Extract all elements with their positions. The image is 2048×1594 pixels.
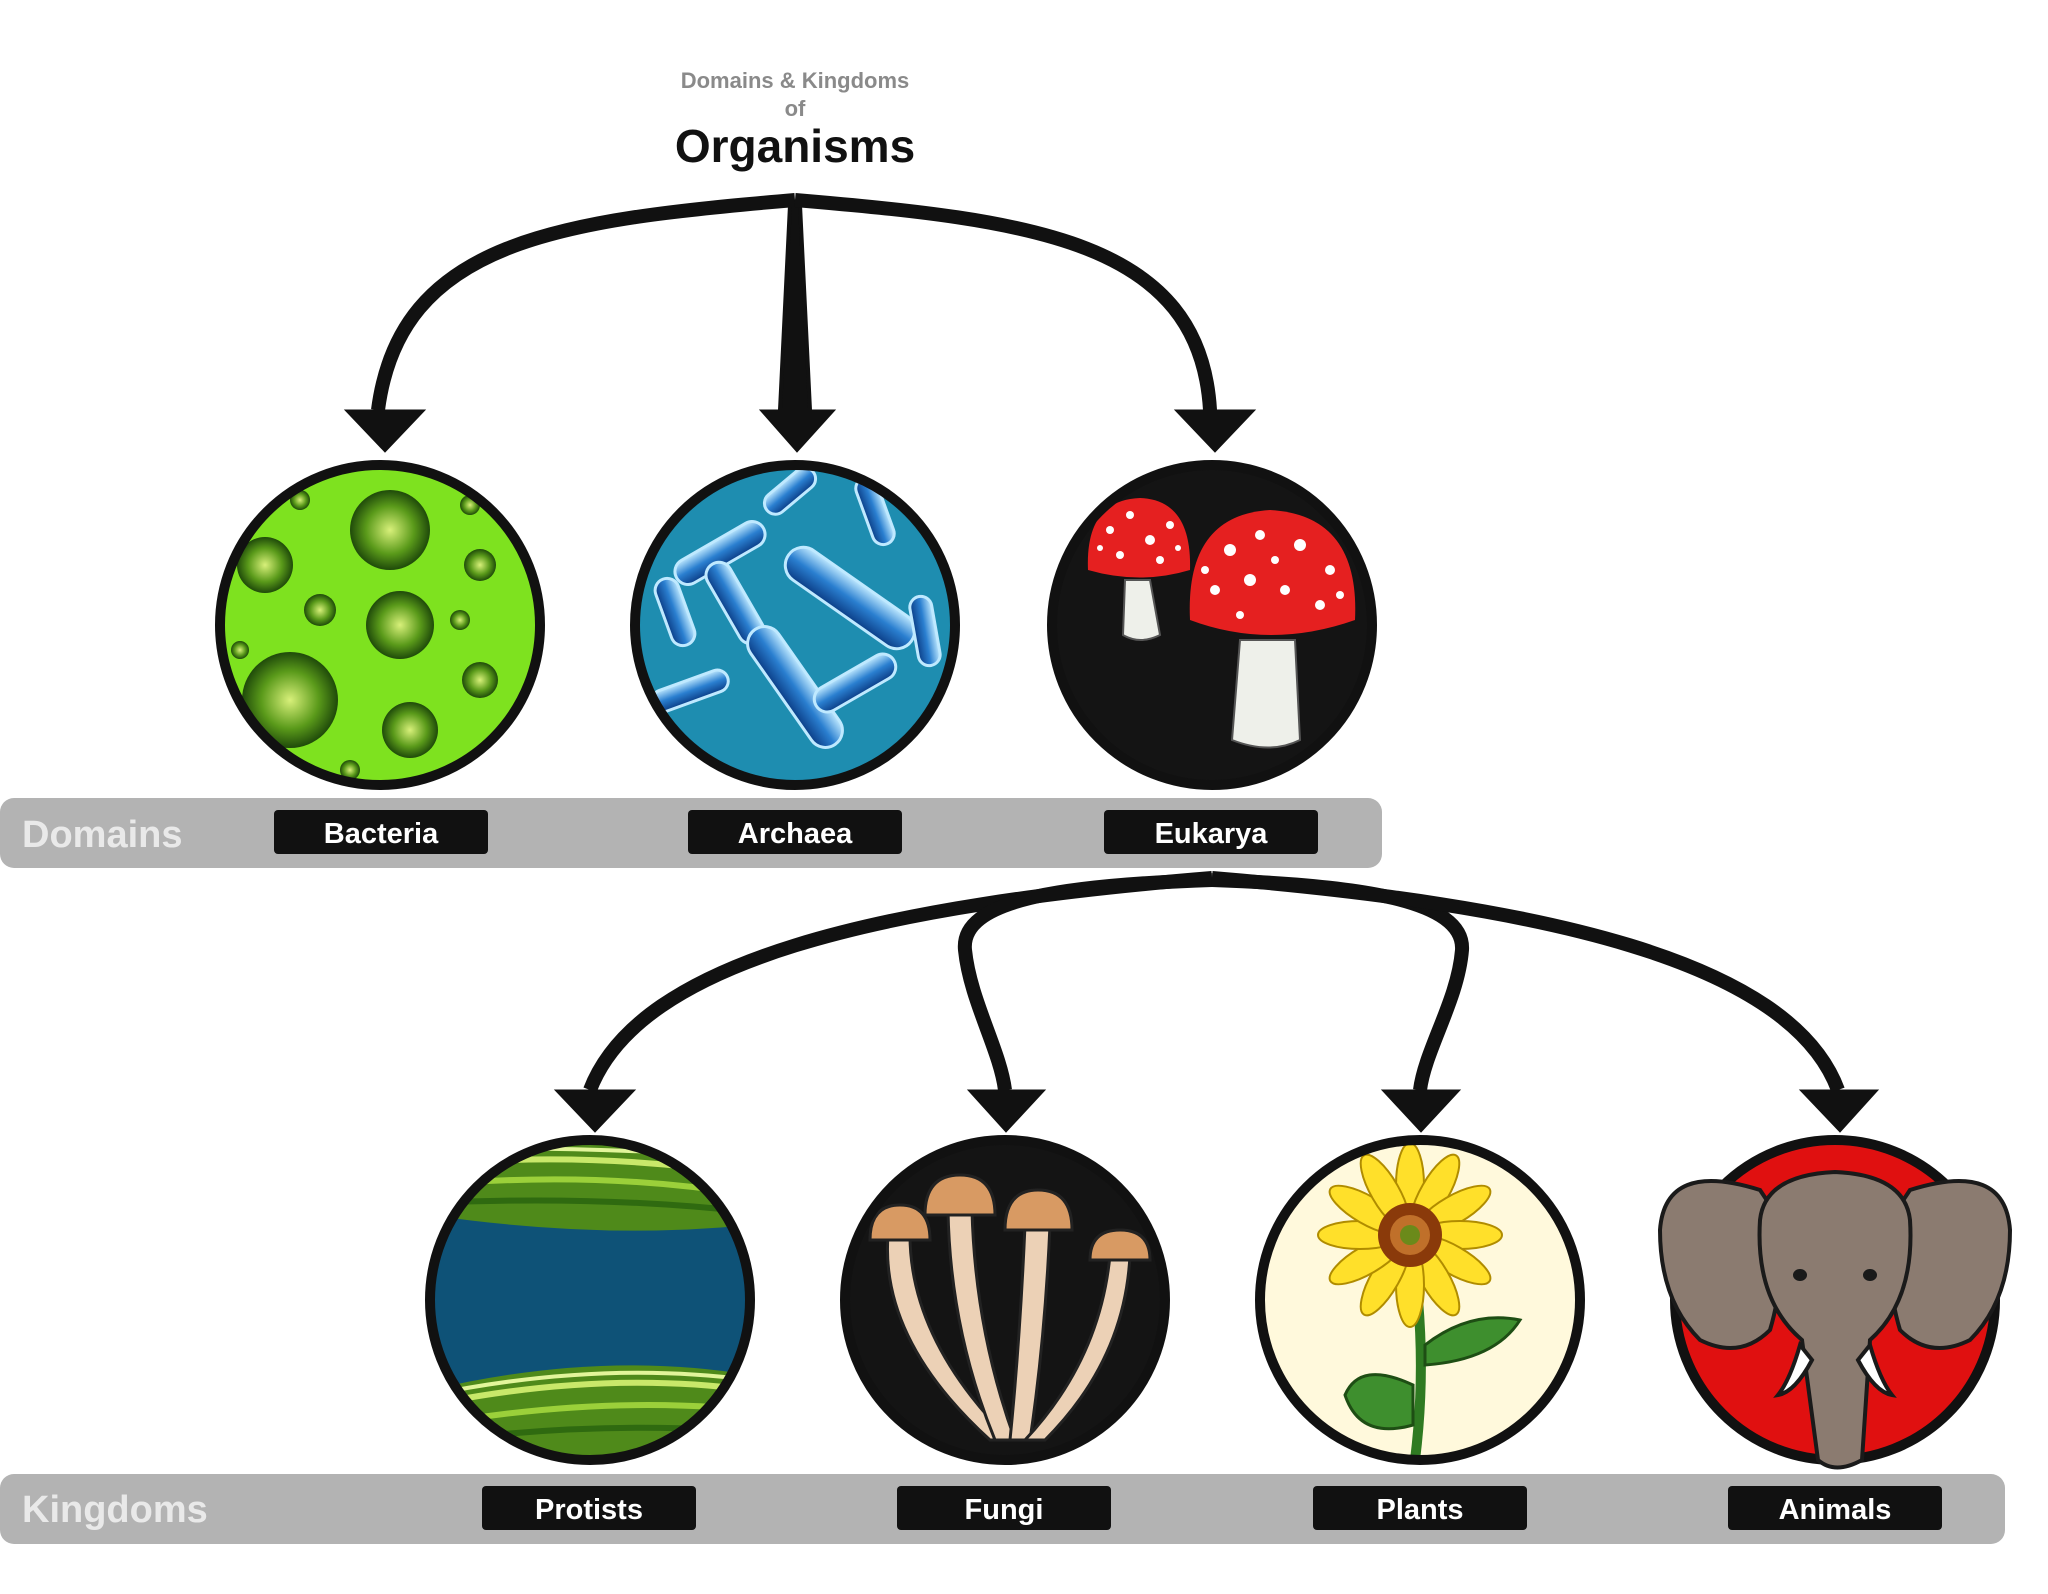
animals-elephant-icon: [1657, 1169, 2013, 1470]
arrow-to-protists: [583, 871, 1213, 1093]
arrowhead-animals: [1798, 1089, 1880, 1133]
archaea-circle: [630, 460, 960, 790]
domain-label-archaea: Archaea: [688, 810, 902, 854]
arrow-to-plants: [1211, 873, 1469, 1092]
plants-circle: [1255, 1135, 1585, 1465]
fungi-mushroom-icon: [868, 1173, 1152, 1442]
arrow-to-eukarya: [794, 193, 1217, 411]
bacteria-circle: [215, 460, 545, 790]
arrowhead-eukarya: [1173, 409, 1257, 453]
eukarya-mushroom-icon: [1087, 498, 1356, 749]
diagram-subtitle-line1: Domains & Kingdoms: [681, 68, 910, 93]
kingdom-label-fungi: Fungi: [897, 1486, 1111, 1530]
domain-label-bacteria-text: Bacteria: [324, 818, 439, 850]
arrow-to-bacteria: [371, 193, 796, 411]
eukarya-circle: [1047, 460, 1377, 790]
kingdoms-band-label: Kingdoms: [22, 1489, 208, 1531]
arrowhead-fungi: [966, 1089, 1047, 1133]
kingdom-label-plants-text: Plants: [1376, 1494, 1463, 1526]
arrow-to-fungi: [957, 873, 1213, 1092]
fungi-circle: [840, 1135, 1170, 1465]
arrow-to-archaea: [777, 203, 813, 412]
arrow-to-animals: [1211, 871, 1845, 1093]
diagram-title: Organisms: [675, 120, 915, 172]
kingdom-label-animals: Animals: [1728, 1486, 1942, 1530]
arrowhead-plants: [1380, 1089, 1462, 1133]
kingdom-label-plants: Plants: [1313, 1486, 1527, 1530]
animals-circle: [1657, 1135, 2013, 1470]
domains-band-label: Domains: [22, 814, 182, 856]
kingdom-label-fungi-text: Fungi: [965, 1494, 1044, 1526]
domain-label-bacteria: Bacteria: [274, 810, 488, 854]
domain-label-eukarya-text: Eukarya: [1155, 818, 1269, 850]
kingdom-label-protists: Protists: [482, 1486, 696, 1530]
arrowhead-archaea: [758, 409, 837, 453]
plants-sunflower-icon: [1317, 1142, 1523, 1460]
protists-circle: [425, 1135, 755, 1465]
domain-arrows: [343, 193, 1257, 453]
archaea-icon: [650, 466, 942, 749]
arrowhead-protists: [553, 1089, 637, 1133]
domain-label-archaea-text: Archaea: [738, 818, 853, 850]
kingdom-arrows: [553, 871, 1880, 1133]
arrowhead-bacteria: [343, 409, 427, 453]
domain-label-eukarya: Eukarya: [1104, 810, 1318, 854]
kingdom-label-protists-text: Protists: [535, 1494, 643, 1526]
bacteria-icon: [231, 490, 498, 780]
diagram-subtitle-line2: of: [785, 96, 806, 121]
kingdom-label-animals-text: Animals: [1779, 1494, 1892, 1526]
